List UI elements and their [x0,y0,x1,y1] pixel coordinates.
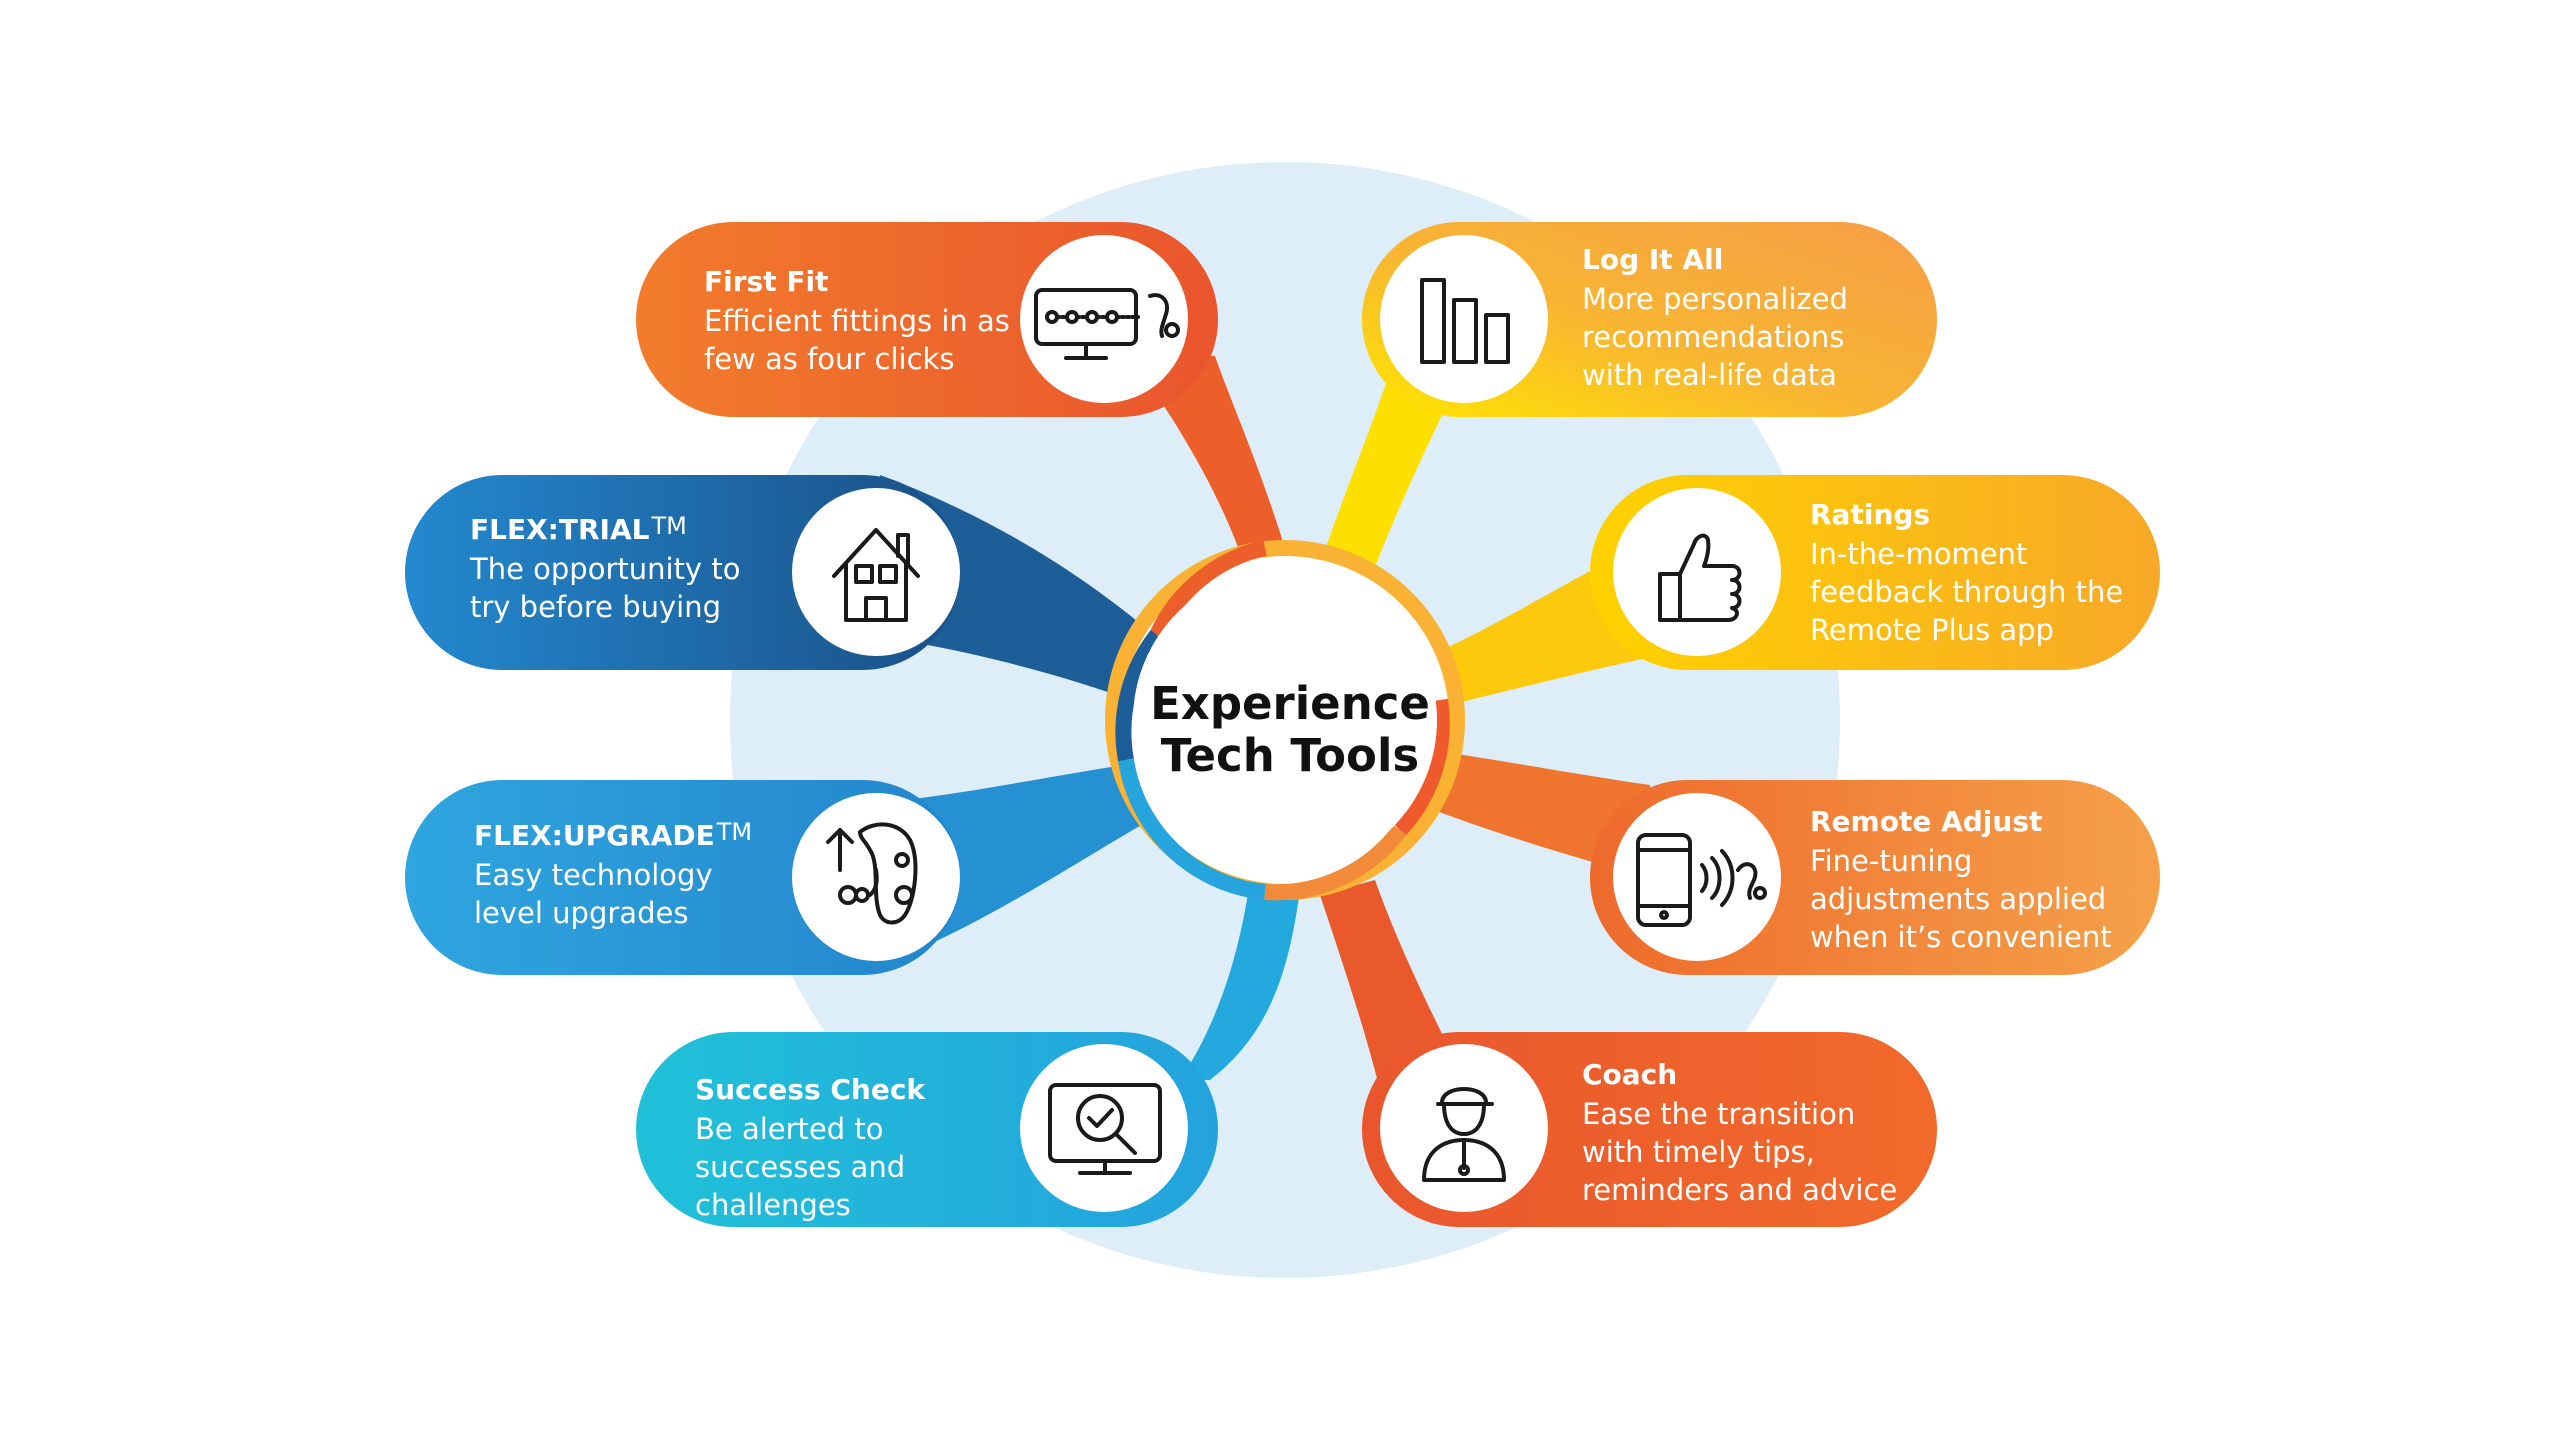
ratings-description: In-the-moment feedback through the Remot… [1810,537,2124,647]
remote-adjust-description: Fine-tuning adjustments applied when it’… [1810,844,2112,954]
log-it-all-title: Log It All [1582,243,1724,276]
log-it-all-description: More personalized recommendations with r… [1582,282,1848,392]
success-check-text: Success Check Be alerted to successes an… [695,1070,1025,1224]
flex-upgrade-title: FLEX:UPGRADETM [474,816,784,856]
monitor-hearing-aid-icon [1034,288,1180,360]
flex-upgrade-connector [905,760,1160,955]
log-it-all-icon-circle [1380,235,1548,403]
flex-trial-trademark: TM [651,512,687,540]
success-check-connector [1180,880,1300,1080]
ratings-title: Ratings [1810,498,1931,531]
coach-icon-circle [1380,1044,1548,1212]
log-it-all-text: Log It All More personalized recommendat… [1582,240,1882,394]
flex-upgrade-trademark: TM [716,818,753,846]
remote-adjust-title: Remote Adjust [1810,805,2043,838]
flex-trial-title-text: FLEX:TRIAL [470,513,650,546]
flex-upgrade-text: FLEX:UPGRADETM Easy technology level upg… [474,816,784,932]
flex-trial-title: FLEX:TRIALTM [470,510,760,550]
success-check-description: Be alerted to successes and challenges [695,1112,906,1222]
flex-upgrade-title-text: FLEX:UPGRADE [474,819,715,852]
remote-adjust-text: Remote Adjust Fine-tuning adjustments ap… [1810,802,2145,956]
hearing-aid-upgrade-icon [826,822,918,925]
flex-trial-icon-circle [792,488,960,656]
monitor-check-icon [1048,1083,1162,1175]
success-check-icon-circle [1020,1044,1188,1212]
thumbs-up-icon [1658,533,1742,622]
house-icon [832,528,920,622]
ratings-text: Ratings In-the-moment feedback through t… [1810,495,2140,649]
bar-chart-icon [1420,278,1510,364]
success-check-title: Success Check [695,1073,926,1106]
flex-trial-text: FLEX:TRIALTM The opportunity to try befo… [470,510,760,626]
hub-title: Experience Tech Tools [1150,677,1430,782]
coach-icon [1422,1087,1506,1182]
center-hub [1105,540,1465,901]
coach-description: Ease the transition with timely tips, re… [1582,1097,1898,1207]
flex-trial-description: The opportunity to try before buying [470,552,741,624]
coach-text: Coach Ease the transition with timely ti… [1582,1055,1922,1209]
coach-title: Coach [1582,1058,1678,1091]
first-fit-connector [1130,356,1290,575]
phone-signal-icon [1636,833,1767,927]
flex-upgrade-description: Easy technology level upgrades [474,858,713,930]
first-fit-title: First Fit [704,265,829,298]
first-fit-description: Efficient fittings in as few as four cli… [704,304,1010,376]
ratings-icon-circle [1613,488,1781,656]
first-fit-text: First Fit Efficient fittings in as few a… [704,262,1024,378]
